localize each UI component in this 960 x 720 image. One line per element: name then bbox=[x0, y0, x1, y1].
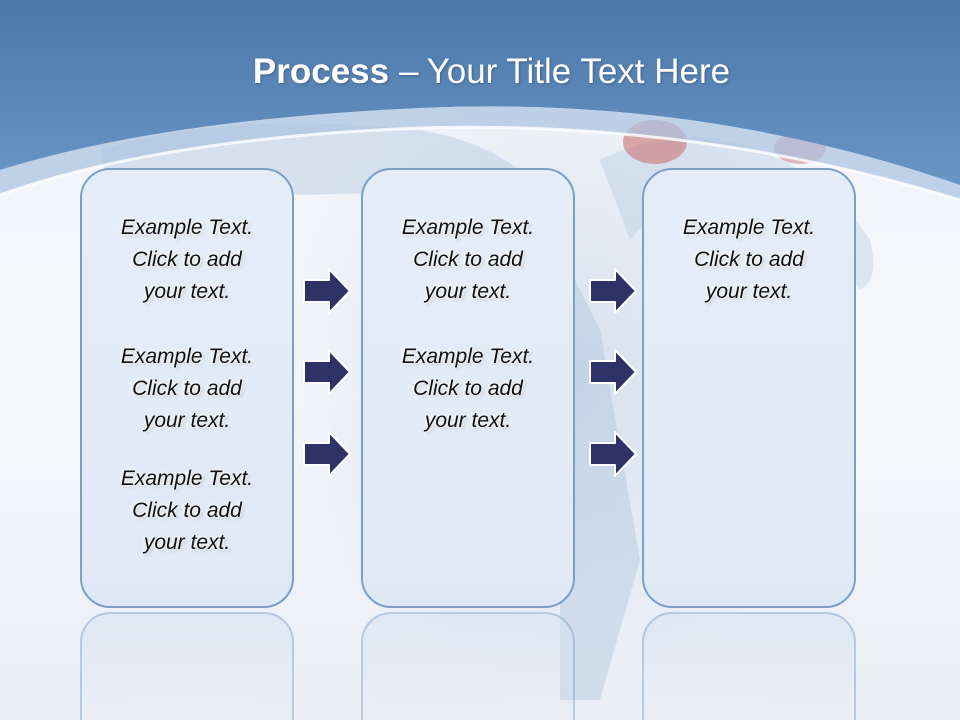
text-placeholder[interactable]: Example Text. Click to add your text. bbox=[682, 216, 816, 303]
process-box-3: Example Text. Click to add your text. bbox=[642, 168, 856, 608]
text-placeholder[interactable]: Example Text. Click to add your text. bbox=[401, 345, 535, 432]
title-rest: Your Title Text Here bbox=[426, 52, 731, 91]
title-dash: – bbox=[399, 52, 419, 91]
text-placeholder[interactable]: Example Text. Click to add your text. bbox=[401, 216, 535, 303]
process-box-1: Example Text. Click to add your text. Ex… bbox=[80, 168, 294, 608]
panel-reflection bbox=[80, 612, 294, 720]
arrow-right-icon bbox=[303, 431, 351, 477]
panel-reflection bbox=[642, 612, 856, 720]
arrow-right-icon bbox=[589, 431, 637, 477]
arrow-right-icon bbox=[589, 349, 637, 395]
slide-title: Process–Your Title Text Here bbox=[0, 52, 960, 92]
process-box-2: Example Text. Click to add your text. Ex… bbox=[361, 168, 575, 608]
title-bold: Process bbox=[252, 52, 390, 91]
arrow-right-icon bbox=[589, 268, 637, 314]
panel-reflection bbox=[361, 612, 575, 720]
text-placeholder[interactable]: Example Text. Click to add your text. bbox=[120, 345, 254, 432]
text-placeholder[interactable]: Example Text. Click to add your text. bbox=[120, 467, 254, 554]
text-placeholder[interactable]: Example Text. Click to add your text. bbox=[120, 216, 254, 303]
arrow-right-icon bbox=[303, 268, 351, 314]
arrow-right-icon bbox=[303, 349, 351, 395]
